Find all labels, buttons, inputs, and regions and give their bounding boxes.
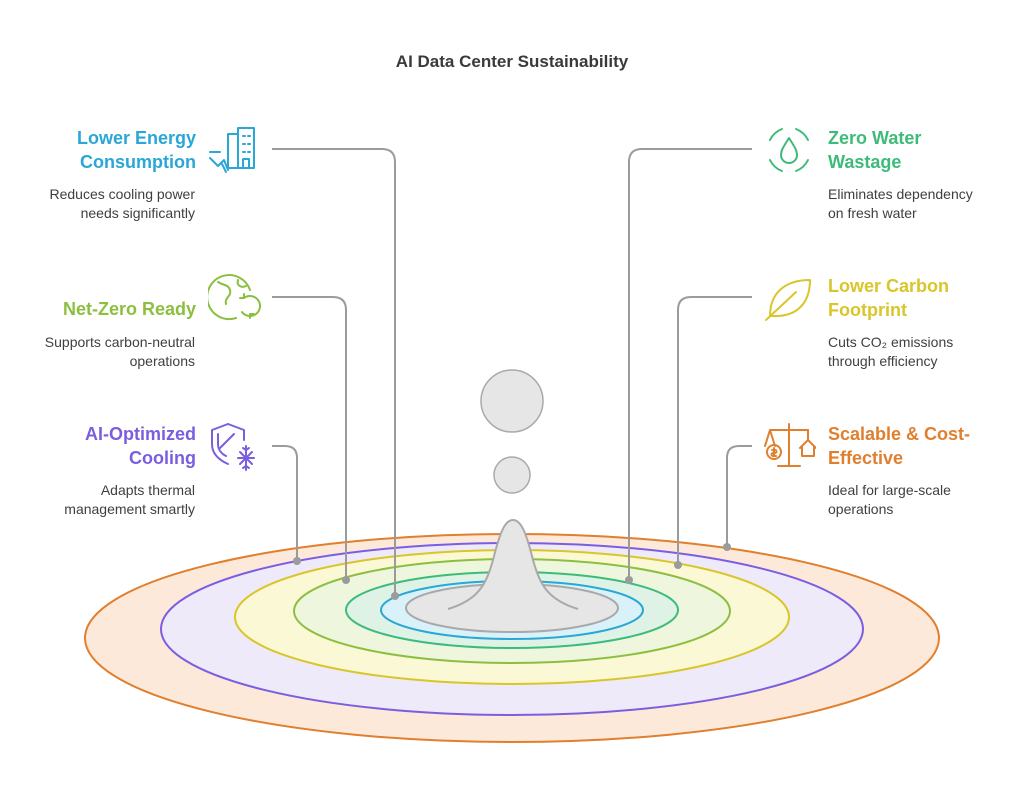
desc-net-zero: Supports carbon-neutral operations xyxy=(44,334,195,369)
connector-scalable xyxy=(726,445,752,547)
heading-scalable: Scalable & Cost- Effective xyxy=(828,424,971,468)
energy-building-icon xyxy=(209,127,255,173)
connector-dot-netzero xyxy=(342,576,350,584)
balance-scale-icon xyxy=(764,423,816,467)
connector-dot-scalable xyxy=(723,543,731,551)
connector-netzero xyxy=(272,296,347,580)
globe-recycle-icon xyxy=(208,274,261,321)
connector-cooling xyxy=(272,445,298,561)
heading-net-zero: Net-Zero Ready xyxy=(62,299,196,319)
water-drop-icon xyxy=(769,128,809,172)
heading-zero-water: Zero Water Wastage xyxy=(828,128,922,172)
connector-dot-water xyxy=(625,576,633,584)
leaf-icon xyxy=(765,279,811,321)
desc-lower-energy: Reduces cooling power needs significantl… xyxy=(49,186,195,221)
connector-water xyxy=(628,148,752,580)
droplet-large xyxy=(480,369,544,433)
diagram-title: AI Data Center Sustainability xyxy=(395,52,629,71)
connector-dot-carbon xyxy=(674,561,682,569)
connector-dot-energy xyxy=(391,592,399,600)
desc-scalable: Ideal for large-scale operations xyxy=(828,482,951,517)
desc-zero-water: Eliminates dependency on fresh water xyxy=(828,186,973,221)
connector-energy xyxy=(272,148,396,596)
heading-lower-energy: Lower Energy Consumption xyxy=(76,128,196,172)
heading-lower-carbon: Lower Carbon Footprint xyxy=(828,276,950,320)
droplet-small xyxy=(493,456,531,494)
heading-ai-cooling: AI-Optimized Cooling xyxy=(85,424,196,468)
desc-lower-carbon: Cuts CO₂ emissions through efficiency xyxy=(828,334,954,369)
connector-dot-cooling xyxy=(293,557,301,565)
shield-snowflake-icon xyxy=(211,423,255,471)
splash-peak xyxy=(447,518,579,610)
desc-ai-cooling: Adapts thermal management smartly xyxy=(64,482,195,517)
connector-carbon xyxy=(677,296,752,565)
